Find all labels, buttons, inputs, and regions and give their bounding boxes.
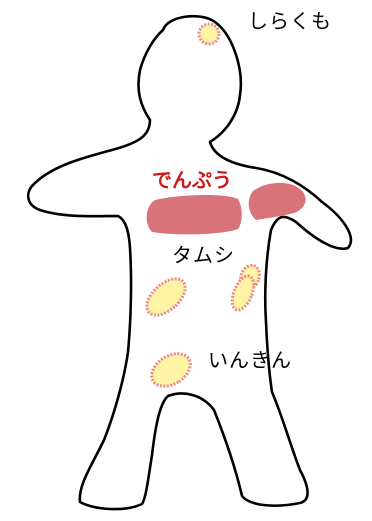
label-denpuu: でんぷう — [152, 170, 232, 190]
chest-patch-left — [147, 195, 242, 234]
label-tamushi: タムシ — [172, 245, 235, 265]
label-inkin: いんきん — [208, 350, 292, 370]
label-shirakumo: しらくも — [248, 11, 332, 31]
lesion-groin — [146, 347, 196, 393]
lesion-head — [199, 24, 219, 44]
lesion-torso-left — [140, 272, 192, 322]
chest-patch-right — [249, 183, 306, 220]
